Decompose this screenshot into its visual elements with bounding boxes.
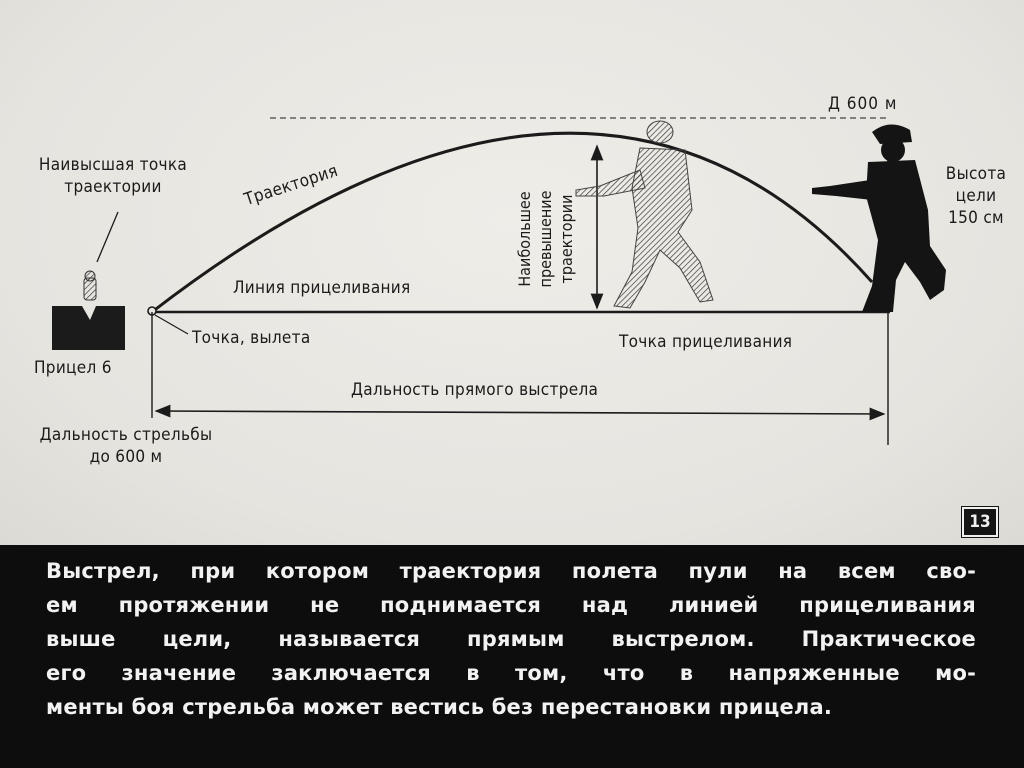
sight-label: Прицел 6 (34, 358, 112, 378)
caption-line-2: ем протяжении не поднимается над линией … (46, 593, 976, 617)
aim-line-label: Линия прицеливания (233, 278, 411, 298)
caption-band (0, 545, 1024, 768)
top-point-label: Д 600 м (828, 94, 898, 114)
max-rise-label-line1: Наибольшее (515, 191, 534, 287)
caption-line-3: выше цели, называется прямым выстрелом. … (46, 627, 976, 651)
highest-point-label-line1: Наивысшая точка (38, 155, 188, 175)
target-height-label-line3: 150 см (948, 208, 1004, 228)
caption-line-1: Выстрел, при котором траектория полета п… (46, 559, 976, 583)
highest-point-label: Наивысшая точка траектории (12, 154, 214, 198)
aim-point-label: Точка прицеливания (619, 332, 793, 352)
departure-point-label: Точка, вылета (192, 328, 311, 348)
slide-number-badge: 13 (961, 506, 999, 538)
diagram-area (0, 0, 1024, 545)
target-height-label-line2: цели (955, 186, 997, 206)
target-height-label-line1: Высота (945, 164, 1007, 184)
caption-text: Выстрел, при котором траектория полета п… (46, 554, 976, 724)
caption-line-4: его значение заключается в том, что в на… (46, 661, 976, 685)
max-rise-label: Наибольшее превышение траектории (514, 164, 580, 314)
firing-range-label-line2: до 600 м (89, 447, 163, 467)
max-rise-label-line3: траектории (557, 194, 576, 284)
departure-leader-line (154, 314, 189, 335)
sight-icon (52, 270, 125, 350)
firing-range-label-line1: Дальность стрельбы (39, 425, 213, 445)
target-height-label: Высота цели 150 см (928, 163, 1024, 229)
trajectory-diagram (52, 117, 946, 445)
firing-range-label: Дальность стрельбы до 600 м (8, 424, 244, 468)
max-rise-label-line2: превышение (536, 190, 555, 288)
target-soldier-icon (812, 124, 946, 312)
ghost-soldier-icon (575, 120, 714, 309)
trajectory-arc (151, 131, 874, 314)
highest-point-pointer (96, 211, 119, 263)
caption-line-5: менты боя стрельба может вестись без пер… (46, 695, 833, 719)
direct-shot-range-label: Дальность прямого выстрела (351, 380, 599, 400)
range-arrow (154, 404, 886, 421)
highest-point-label-line2: траектории (64, 177, 162, 197)
